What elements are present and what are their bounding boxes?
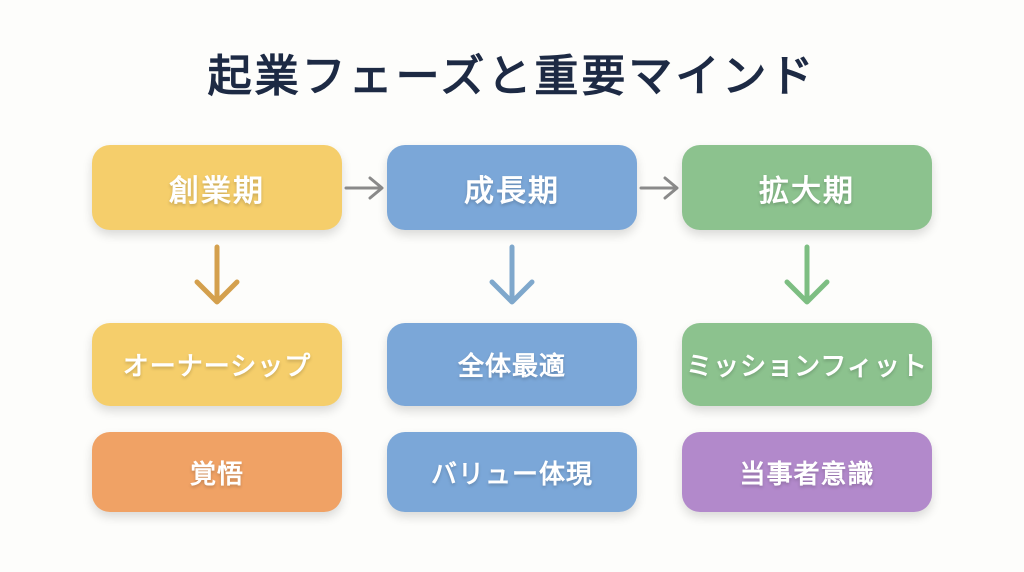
mindset-box-sense-of-ownership: 当事者意識 <box>682 432 932 512</box>
phase-box-founding: 創業期 <box>92 145 342 230</box>
mindset-label: 当事者意識 <box>739 459 875 490</box>
down-arrow-icon <box>781 244 833 308</box>
right-arrow-icon <box>342 172 387 204</box>
mindset-box-mission-fit: ミッションフィット <box>682 323 932 406</box>
phase-label: 拡大期 <box>759 173 855 209</box>
mindset-label: 全体最適 <box>457 352 566 382</box>
mindset-box-ownership: オーナーシップ <box>92 323 342 406</box>
phase-box-growth: 成長期 <box>387 145 637 230</box>
mindset-label: ミッションフィット <box>686 352 928 382</box>
down-arrow-icon <box>191 244 243 308</box>
phase-box-expansion: 拡大期 <box>682 145 932 230</box>
mindset-label: オーナーシップ <box>122 352 312 382</box>
phase-label: 創業期 <box>169 173 265 209</box>
mindset-box-value-embodiment: バリュー体現 <box>387 432 637 512</box>
phase-label: 成長期 <box>464 173 560 209</box>
right-arrow-icon <box>637 172 682 204</box>
down-arrow-icon <box>486 244 538 308</box>
mindset-box-resolve: 覚悟 <box>92 432 342 512</box>
mindset-label: 覚悟 <box>189 459 244 490</box>
mindset-box-overall-optimization: 全体最適 <box>387 323 637 406</box>
page-title: 起業フェーズと重要マインド <box>207 51 817 102</box>
mindset-label: バリュー体現 <box>430 459 593 490</box>
